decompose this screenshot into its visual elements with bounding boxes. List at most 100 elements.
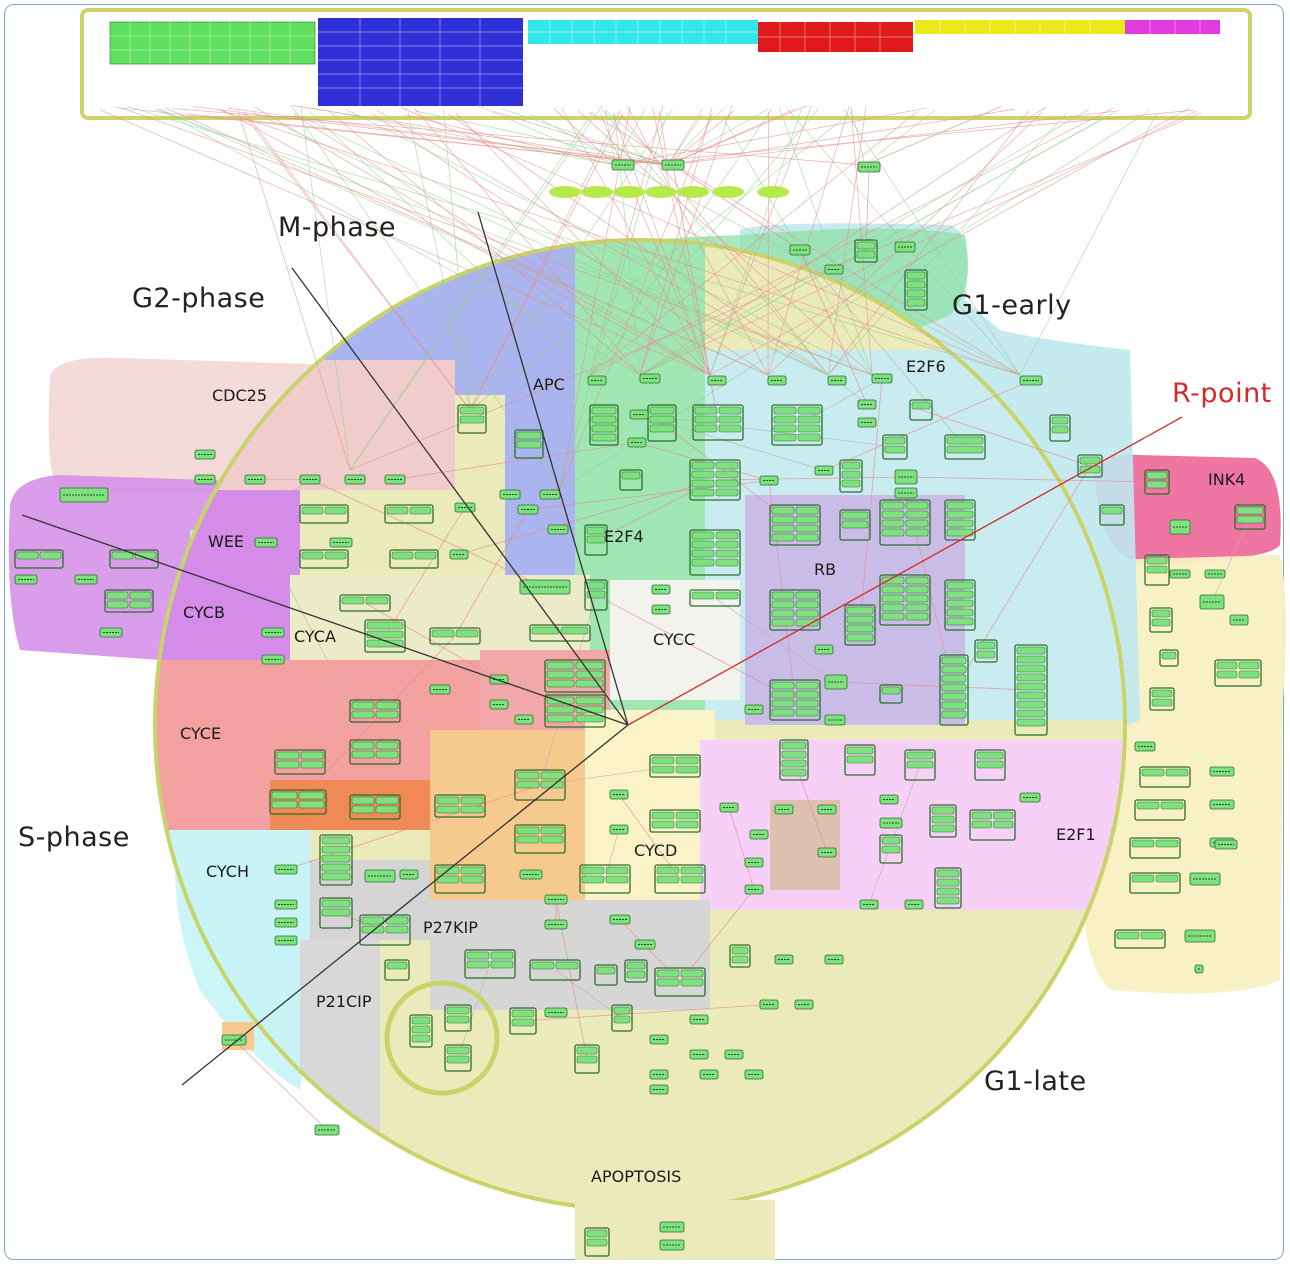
complex-member-node [841, 479, 861, 488]
complex-member-node [446, 1046, 470, 1055]
molecule-node [529, 959, 581, 981]
complex-member-node [1155, 839, 1179, 848]
fan-edge [778, 106, 873, 376]
complex-member-node [884, 445, 906, 454]
complex-member-node [271, 791, 298, 800]
molecule-node [514, 769, 566, 801]
molecule-node [509, 1007, 537, 1035]
complex-member-node [1016, 664, 1046, 673]
molecule-node [434, 864, 486, 894]
molecule-node [274, 749, 326, 775]
complex-member-node [366, 639, 404, 648]
complex-member-node [575, 714, 604, 723]
molecule-node [514, 824, 566, 854]
complex-member-node [715, 470, 739, 479]
interaction-edge [364, 602, 500, 680]
fan-edge [612, 113, 711, 376]
molecule-node [879, 499, 931, 546]
complex-member-node [546, 714, 575, 723]
complex-member-node [546, 661, 575, 670]
complex-member-node [560, 626, 589, 635]
complex-member-node [846, 615, 874, 624]
label-r-point: R-point [1172, 378, 1272, 409]
molecule-node [389, 549, 439, 569]
fan-edge [228, 107, 669, 166]
complex-member-node [718, 424, 742, 433]
molecule-node [319, 834, 353, 886]
complex-member-node [651, 820, 675, 829]
complex-member-node [841, 520, 869, 529]
complex-member-node [649, 415, 675, 424]
label-e2f1: E2F1 [1056, 825, 1096, 844]
complex-member-node [881, 585, 905, 594]
complex-member-node [575, 670, 604, 679]
complex-member-node [511, 1018, 535, 1027]
molecule-node [1077, 454, 1103, 478]
fan-edge [292, 105, 669, 166]
molecule-node [1129, 837, 1181, 859]
complex-member-node [911, 401, 931, 410]
complex-member-node [605, 866, 629, 875]
complex-member-node [613, 1015, 631, 1024]
complex-member-node [773, 433, 797, 442]
complex-member-node [936, 878, 960, 887]
molecule-node [854, 239, 878, 263]
complex-member-node [540, 835, 564, 844]
molecule-node [649, 809, 701, 833]
complex-member-node [715, 540, 739, 549]
complex-member-node [795, 506, 819, 515]
complex-member-node [675, 820, 699, 829]
fan-edge [469, 109, 855, 411]
complex-member-node [591, 406, 617, 415]
molecule-node [934, 867, 962, 909]
complex-member-node [841, 511, 869, 520]
fan-edge [852, 113, 866, 166]
interaction-edge [799, 249, 868, 405]
interaction-edge [953, 465, 1091, 691]
fan-edge [217, 109, 1021, 376]
molecule-node [429, 627, 481, 645]
fan-edge [221, 109, 711, 376]
fan-edge [312, 107, 616, 166]
complex-member-node [375, 701, 399, 710]
fan-edge [345, 108, 873, 376]
complex-member-node [795, 533, 819, 542]
molecule-node [909, 399, 933, 421]
complex-member-node [324, 551, 347, 560]
complex-member-node [881, 612, 905, 621]
complex-member-node [446, 1006, 470, 1015]
fan-edge [493, 110, 669, 166]
interaction-edge [859, 378, 883, 626]
complex-member-node [691, 479, 715, 488]
molecule-node [579, 864, 631, 894]
complex-member-node [795, 600, 819, 609]
interaction-edge [384, 507, 466, 637]
molecule-node [729, 944, 751, 968]
interaction-edge [539, 594, 597, 786]
complex-member-node [1238, 661, 1260, 670]
complex-member-node [795, 524, 819, 533]
complex-member-node [341, 596, 365, 605]
label-cyce: CYCE [180, 724, 222, 743]
complex-member-node [773, 415, 797, 424]
complex-member-node [1079, 456, 1101, 465]
fan-edge [400, 107, 1021, 376]
top-block-blue [318, 18, 523, 106]
fan-edge [443, 108, 471, 411]
fan-edge [414, 108, 641, 376]
complex-member-node [656, 866, 680, 875]
complex-member-node [321, 872, 351, 881]
fan-edge [589, 111, 918, 376]
fan-edge [864, 109, 936, 166]
complex-member-node [881, 510, 905, 519]
complex-member-node [466, 960, 490, 969]
complex-member-node [555, 961, 579, 970]
complex-member-node [576, 1055, 598, 1064]
complex-member-node [884, 436, 906, 445]
complex-member-node [386, 506, 409, 515]
complex-member-node [375, 796, 399, 805]
complex-member-node [771, 506, 795, 515]
complex-member-node [1151, 618, 1171, 627]
complex-member-node [351, 701, 375, 710]
molecule-node [349, 739, 401, 765]
